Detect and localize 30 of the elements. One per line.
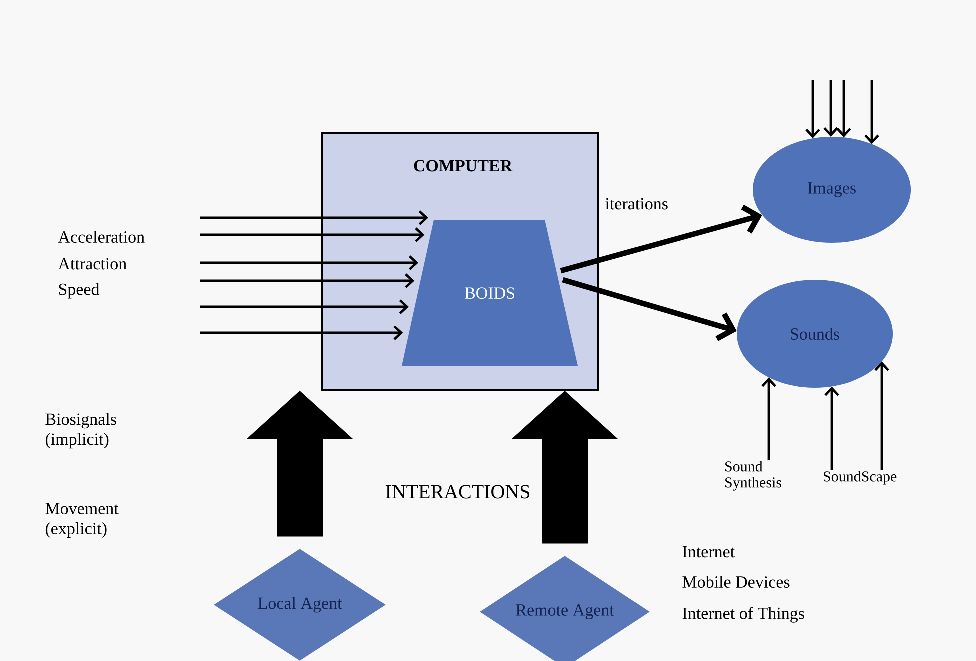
arrow — [836, 80, 852, 138]
text-label: INTERACTIONS — [386, 485, 530, 499]
text-label: Internet of Things — [682, 607, 804, 623]
block-arrow — [247, 391, 353, 537]
text-label: Acceleration — [58, 231, 145, 243]
text-label: Mobile Devices — [682, 576, 790, 588]
text-label: SoundScape — [824, 471, 897, 485]
arrow — [200, 256, 419, 270]
arrow — [562, 277, 737, 342]
arrow — [200, 210, 428, 226]
text-label: Sound Synthesis — [726, 461, 782, 491]
arrow — [200, 326, 404, 340]
arrow — [824, 80, 838, 137]
trapezoid-box: BOIDS — [402, 220, 578, 366]
arrow — [864, 80, 880, 144]
arrow — [200, 300, 409, 314]
text-label: Movement (explicit) — [46, 503, 119, 538]
arrow — [824, 386, 840, 470]
edge-label: iterations — [606, 198, 668, 210]
arrow — [806, 80, 820, 139]
arrow — [200, 274, 415, 288]
arrow — [874, 362, 890, 470]
text-label: Internet — [682, 546, 735, 558]
arrow — [560, 204, 762, 274]
text-label: Speed — [59, 283, 100, 299]
text-label: Attraction — [58, 258, 127, 270]
text-label: Biosignals (implicit) — [46, 413, 116, 449]
block-arrow — [512, 391, 618, 544]
arrow — [200, 228, 425, 242]
arrow — [762, 378, 776, 460]
